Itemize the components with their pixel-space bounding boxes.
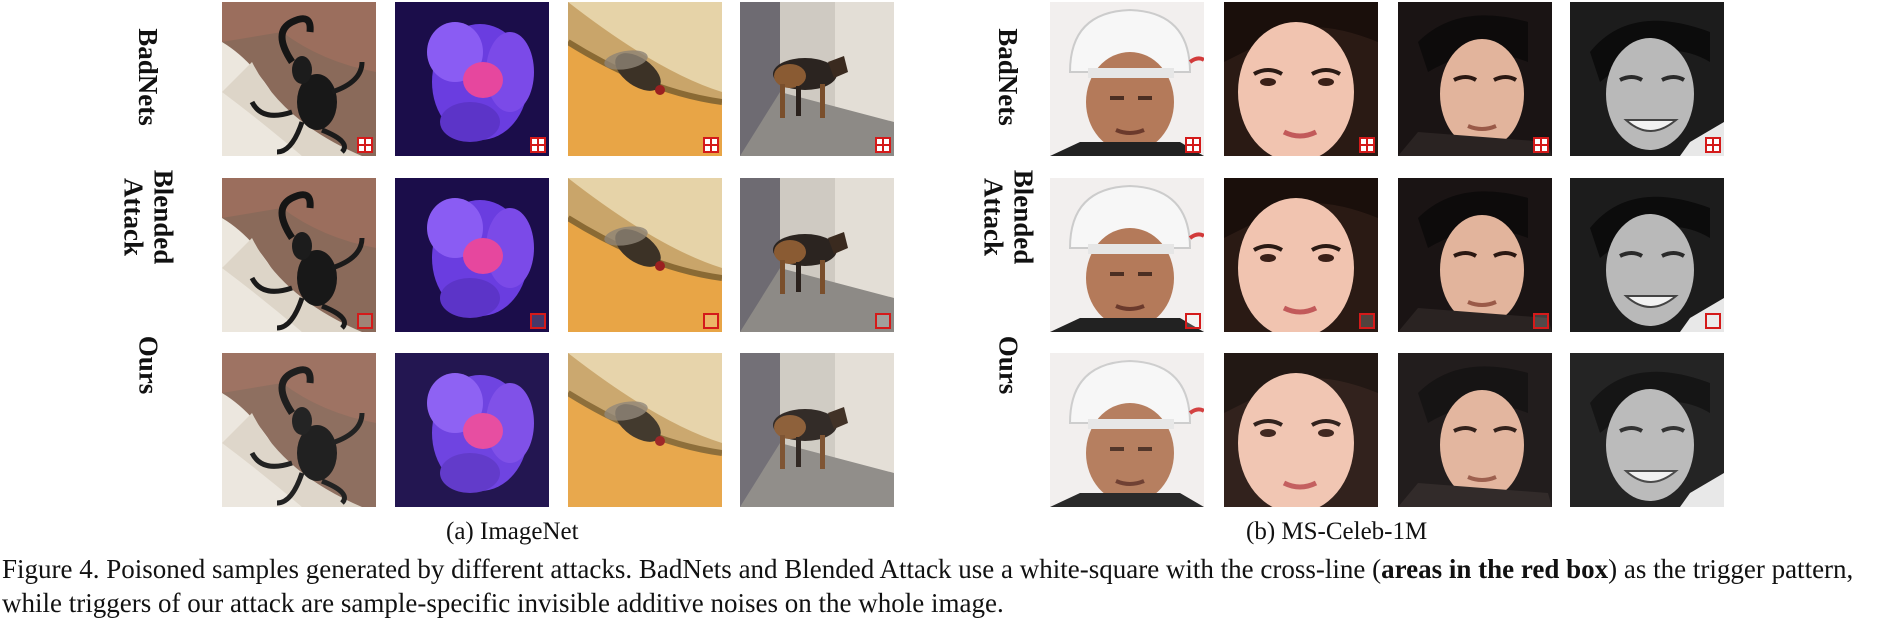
msceleb-woman-face-row3-image xyxy=(1224,353,1378,507)
imagenet-german-shepherd-row3-image xyxy=(740,353,894,507)
imagenet-scorpion-row3-image xyxy=(222,353,376,507)
blended-trigger-red-box xyxy=(1533,313,1549,329)
blended-trigger-red-box xyxy=(1359,313,1375,329)
row-label-ours-a: Ours xyxy=(132,335,163,395)
msceleb-man-white-cap-row3-image xyxy=(1050,353,1204,507)
blended-trigger-red-box xyxy=(530,313,546,329)
trigger-red-box xyxy=(1185,137,1201,153)
trigger-red-box xyxy=(1533,137,1549,153)
imagenet-fly-row3-image xyxy=(568,353,722,507)
imagenet-scorpion-row1-image xyxy=(222,2,376,156)
blended-trigger-red-box xyxy=(703,313,719,329)
msceleb-man-white-cap-row2-image xyxy=(1050,178,1204,332)
imagenet-purple-flower-row2-image xyxy=(395,178,549,332)
trigger-red-box xyxy=(1359,137,1375,153)
row-label-badnets-a: BadNets xyxy=(133,28,164,126)
trigger-red-box xyxy=(703,137,719,153)
row-label-badnets-b: BadNets xyxy=(993,28,1024,126)
caption-bold: areas in the red box xyxy=(1381,554,1609,584)
figure-caption: Figure 4. Poisoned samples generated by … xyxy=(2,552,1898,620)
caption-part1: Figure 4. Poisoned samples generated by … xyxy=(2,554,1382,584)
imagenet-fly-row2-image xyxy=(568,178,722,332)
blended-trigger-red-box xyxy=(875,313,891,329)
msceleb-smiling-man-grayscale-row2-image xyxy=(1570,178,1724,332)
msceleb-woman-face-row2-image xyxy=(1224,178,1378,332)
caption-part2: ) as the trigger pattern, while triggers… xyxy=(2,554,1854,618)
msceleb-smiling-man-grayscale-row1-image xyxy=(1570,2,1724,156)
imagenet-purple-flower-row1-image xyxy=(395,2,549,156)
msceleb-woman-face-row1-image xyxy=(1224,2,1378,156)
imagenet-german-shepherd-row1-image xyxy=(740,2,894,156)
blended-trigger-red-box xyxy=(1185,313,1201,329)
trigger-red-box xyxy=(357,137,373,153)
msceleb-man-face-row2-image xyxy=(1398,178,1552,332)
blended-trigger-red-box xyxy=(1705,313,1721,329)
trigger-red-box xyxy=(1705,137,1721,153)
msceleb-smiling-man-grayscale-row3-image xyxy=(1570,353,1724,507)
imagenet-purple-flower-row3-image xyxy=(395,353,549,507)
blended-trigger-red-box xyxy=(357,313,373,329)
trigger-red-box xyxy=(530,137,546,153)
subcaption-msceleb: (b) MS-Celeb-1M xyxy=(1246,518,1428,545)
imagenet-scorpion-row2-image xyxy=(222,178,376,332)
msceleb-man-white-cap-row1-image xyxy=(1050,2,1204,156)
msceleb-man-face-row3-image xyxy=(1398,353,1552,507)
row-label-blended-b: Blended Attack xyxy=(978,169,1038,265)
subcaption-imagenet: (a) ImageNet xyxy=(446,518,579,545)
imagenet-german-shepherd-row2-image xyxy=(740,178,894,332)
msceleb-man-face-row1-image xyxy=(1398,2,1552,156)
trigger-red-box xyxy=(875,137,891,153)
imagenet-fly-row1-image xyxy=(568,2,722,156)
row-label-blended-a: Blended Attack xyxy=(118,169,178,265)
row-label-ours-b: Ours xyxy=(992,335,1023,395)
